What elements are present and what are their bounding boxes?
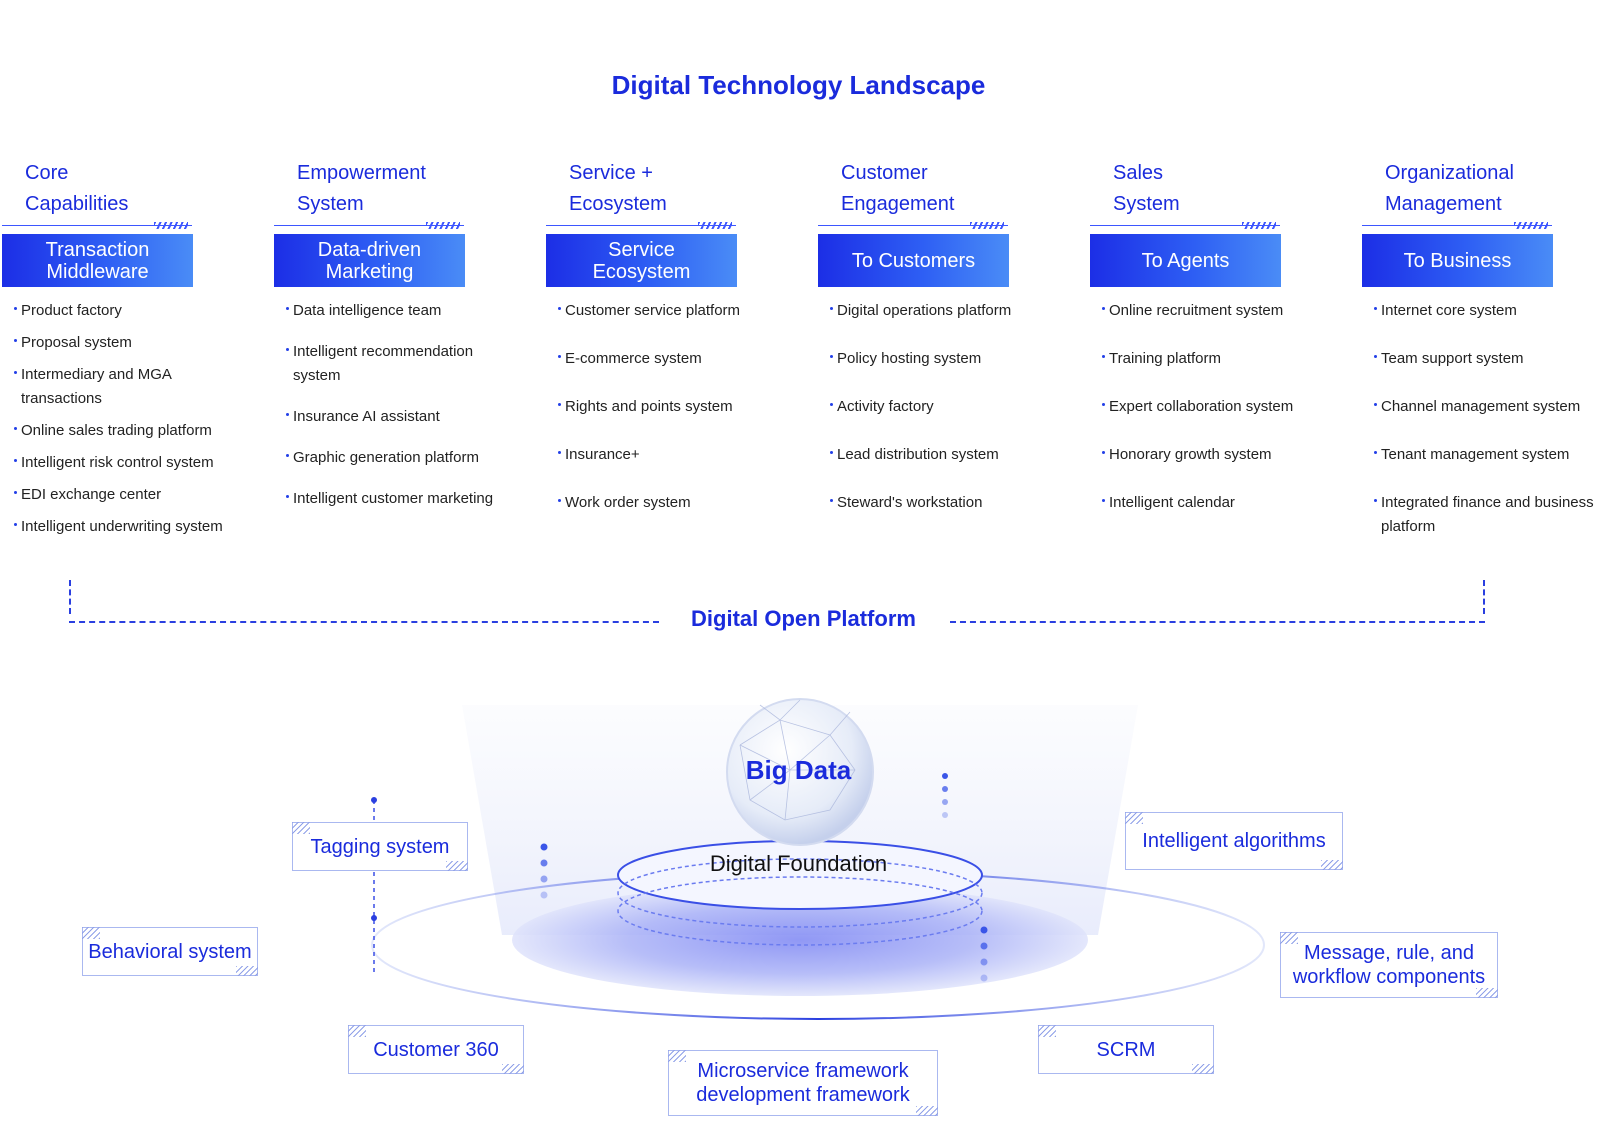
list-item: Integrated finance and business platform (1372, 491, 1597, 539)
list-item: Channel management system (1372, 395, 1592, 419)
column-organizational-management: Organizational Management To Business In… (1360, 158, 1594, 539)
list-item: Digital operations platform (828, 299, 1066, 323)
bracket-line-left (69, 621, 659, 623)
column-heading-line: Ecosystem (569, 193, 667, 215)
list-item: Intermediary and MGA transactions (12, 363, 201, 411)
column-heading-line: System (1113, 193, 1180, 215)
glow-disc (512, 884, 1088, 996)
list-item: Graphic generation platform (284, 446, 522, 470)
list-item: Customer service platform (556, 299, 794, 323)
category-chip: To Business (1362, 234, 1553, 287)
item-list: Digital operations platform Policy hosti… (816, 299, 1066, 515)
list-item: Intelligent risk control system (12, 451, 250, 475)
column-heading: Sales System (1088, 158, 1338, 220)
list-item: Activity factory (828, 395, 1066, 419)
column-heading-line: Empowerment (297, 162, 426, 184)
list-item: Insurance+ (556, 443, 794, 467)
list-item: EDI exchange center (12, 483, 250, 507)
item-list: Online recruitment system Training platf… (1088, 299, 1338, 515)
list-item: Internet core system (1372, 299, 1592, 323)
list-item: Proposal system (12, 331, 250, 355)
list-item: Work order system (556, 491, 794, 515)
list-item: Intelligent calendar (1100, 491, 1338, 515)
list-item: Honorary growth system (1100, 443, 1338, 467)
bracket-right (1483, 580, 1485, 614)
page-title: Digital Technology Landscape (611, 70, 986, 100)
column-customer-engagement: Customer Engagement To Customers Digital… (816, 158, 1066, 515)
list-item: Team support system (1372, 347, 1592, 371)
dot-trail-top-right (942, 773, 948, 818)
platform-ring-3 (617, 876, 983, 946)
item-list: Customer service platform E-commerce sys… (544, 299, 794, 515)
column-heading-line: Core (25, 162, 69, 184)
column-heading-line: Service + (569, 162, 653, 184)
big-data-label: Big Data (745, 755, 852, 785)
bracket-line-right (950, 621, 1485, 623)
list-item: Intelligent customer marketing (284, 487, 522, 511)
heading-underline (274, 220, 464, 234)
list-item: Online sales trading platform (12, 419, 250, 443)
list-item: Lead distribution system (828, 443, 1066, 467)
column-heading: Customer Engagement (816, 158, 1066, 220)
list-item: E-commerce system (556, 347, 794, 371)
tag-intelligent-algorithms: Intelligent algorithms (1125, 812, 1343, 870)
tag-tagging-system: Tagging system (292, 822, 468, 871)
tag-behavioral-system: Behavioral system (82, 927, 258, 976)
tag-scrm: SCRM (1038, 1025, 1214, 1074)
heading-underline (1090, 220, 1280, 234)
globe-icon (726, 698, 874, 846)
list-item: Data intelligence team (284, 299, 522, 323)
list-item: Insurance AI assistant (284, 405, 522, 429)
tag-customer-360: Customer 360 (348, 1025, 524, 1074)
heading-underline (546, 220, 736, 234)
column-heading-line: Organizational (1385, 162, 1514, 184)
list-item: Intelligent underwriting system (12, 515, 250, 539)
list-item: Rights and points system (556, 395, 794, 419)
foundation-label: Digital Foundation (709, 851, 888, 876)
list-item: Product factory (12, 299, 250, 323)
column-heading: Organizational Management (1360, 158, 1592, 220)
column-heading: Empowerment System (272, 158, 522, 220)
dot-trail-bottom-right (980, 926, 988, 982)
item-list: Data intelligence team Intelligent recom… (272, 299, 522, 511)
heading-underline (818, 220, 1008, 234)
item-list: Product factory Proposal system Intermed… (0, 299, 250, 539)
column-heading-line: Customer (841, 162, 928, 184)
column-heading-line: Management (1385, 193, 1502, 215)
category-chip: To Customers (818, 234, 1009, 287)
platform-ring-2 (617, 858, 983, 928)
column-heading-line: Capabilities (25, 193, 129, 215)
list-item: Online recruitment system (1100, 299, 1338, 323)
heading-underline (2, 220, 192, 234)
column-heading: Core Capabilities (0, 158, 250, 220)
bracket-left (69, 580, 71, 614)
list-item: Tenant management system (1372, 443, 1592, 467)
column-heading-line: System (297, 193, 364, 215)
list-item: Expert collaboration system (1100, 395, 1338, 419)
list-item: Policy hosting system (828, 347, 1066, 371)
column-heading-line: Sales (1113, 162, 1164, 184)
column-sales-system: Sales System To Agents Online recruitmen… (1088, 158, 1338, 515)
platform-label: Digital Open Platform (691, 606, 916, 631)
list-item: Training platform (1100, 347, 1338, 371)
dot-trail-left (540, 843, 548, 899)
list-item: Intelligent recommendation system (284, 340, 498, 388)
list-item: Steward's workstation (828, 491, 1066, 515)
column-heading: Service + Ecosystem (544, 158, 794, 220)
item-list: Internet core system Team support system… (1360, 299, 1594, 539)
column-heading-line: Engagement (841, 193, 955, 215)
category-chip: To Agents (1090, 234, 1281, 287)
heading-underline (1362, 220, 1552, 234)
